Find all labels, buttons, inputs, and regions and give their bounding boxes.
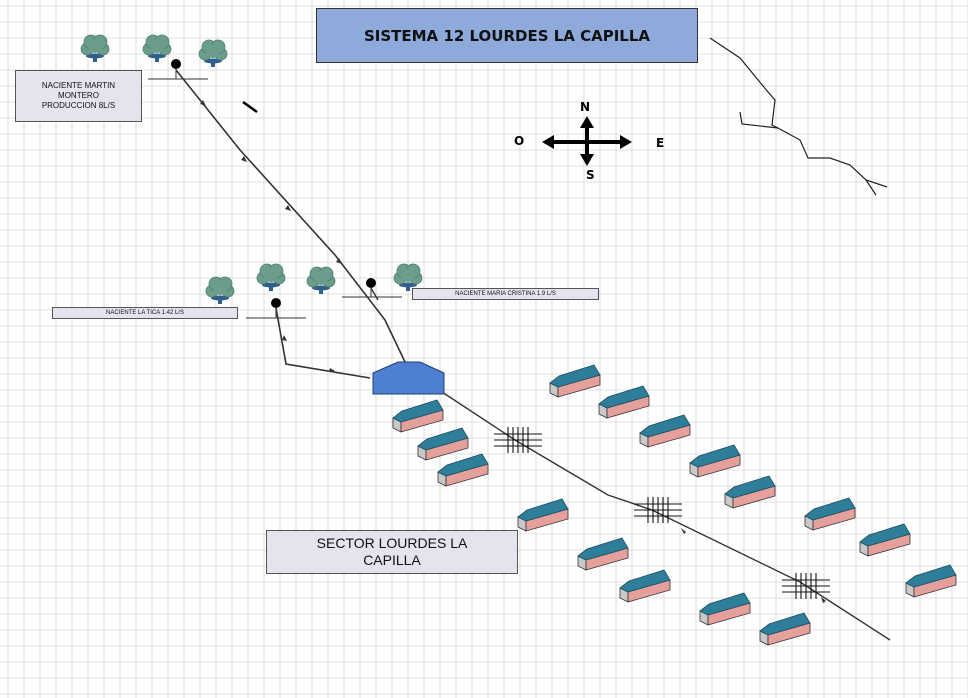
spring-martin — [148, 59, 208, 80]
house-icon — [577, 537, 629, 571]
tree-icon — [306, 266, 336, 294]
house-icon — [759, 612, 811, 646]
spring-source-icon — [271, 298, 281, 308]
label-naciente-martin: NACIENTE MARTIN MONTERO PRODUCCION 8L/S — [15, 70, 142, 122]
house-icon — [724, 475, 776, 509]
flow-arrow-icon — [282, 335, 287, 341]
house-icon — [417, 427, 469, 461]
house-icon — [905, 564, 957, 598]
flow-arrow-icon — [200, 100, 206, 106]
tree-icon — [198, 39, 228, 67]
diagram-title: SISTEMA 12 LOURDES LA CAPILLA — [316, 8, 698, 63]
house-icon — [437, 453, 489, 487]
label-naciente-cristina: NACIENTE MARIA CRISTINA 1.9 L/S — [412, 288, 599, 300]
compass-west-label: O — [514, 134, 525, 148]
flow-arrow-icon — [336, 258, 342, 264]
houses — [392, 364, 957, 646]
label-naciente-tica: NACIENTE LA TICA 1.42 L/S — [52, 307, 238, 319]
spring-source-icon — [171, 59, 181, 69]
tree-icon — [205, 276, 235, 304]
flow-arrow-icon — [285, 205, 291, 211]
flow-arrow-icon — [241, 156, 247, 162]
spring-source-icon — [366, 278, 376, 288]
house-icon — [517, 498, 569, 532]
house-icon — [392, 399, 444, 433]
flow-arrow-icon — [821, 597, 826, 603]
pipe-junction-icon — [494, 427, 542, 453]
house-icon — [859, 523, 911, 557]
flow-arrows — [200, 100, 826, 603]
pipe-junction-icon — [782, 573, 830, 599]
tree-icon — [80, 34, 110, 62]
house-icon — [619, 569, 671, 603]
flow-arrow-icon — [329, 368, 335, 372]
house-icon — [549, 364, 601, 398]
water-tank-icon — [372, 361, 445, 395]
tree-icon — [393, 263, 423, 291]
tree-icon — [256, 263, 286, 291]
label-sector: SECTOR LOURDES LA CAPILLA — [266, 530, 518, 574]
stream-tail — [865, 179, 877, 196]
house-icon — [804, 497, 856, 531]
trees — [80, 34, 423, 304]
house-icon — [699, 592, 751, 626]
tree-icon — [142, 34, 172, 62]
house-icon — [639, 414, 691, 448]
pipe-cristina-to-main — [370, 287, 379, 301]
stream-line — [709, 37, 888, 188]
spring-cristina — [342, 278, 402, 298]
compass-south-label: S — [586, 168, 595, 182]
flow-arrow-icon — [681, 528, 686, 534]
stream-branch — [739, 111, 779, 129]
pipe-junction-icon — [634, 497, 682, 523]
house-icon — [598, 385, 650, 419]
compass-rose-icon — [542, 116, 632, 166]
house-icon — [689, 444, 741, 478]
pipe-junctions — [494, 427, 830, 599]
compass-east-label: E — [656, 136, 665, 150]
pipe-tica-to-tank — [275, 307, 371, 379]
pipe-martin-to-tank — [175, 69, 406, 363]
pipe-segment — [242, 100, 258, 114]
compass-north-label: N — [580, 100, 591, 114]
